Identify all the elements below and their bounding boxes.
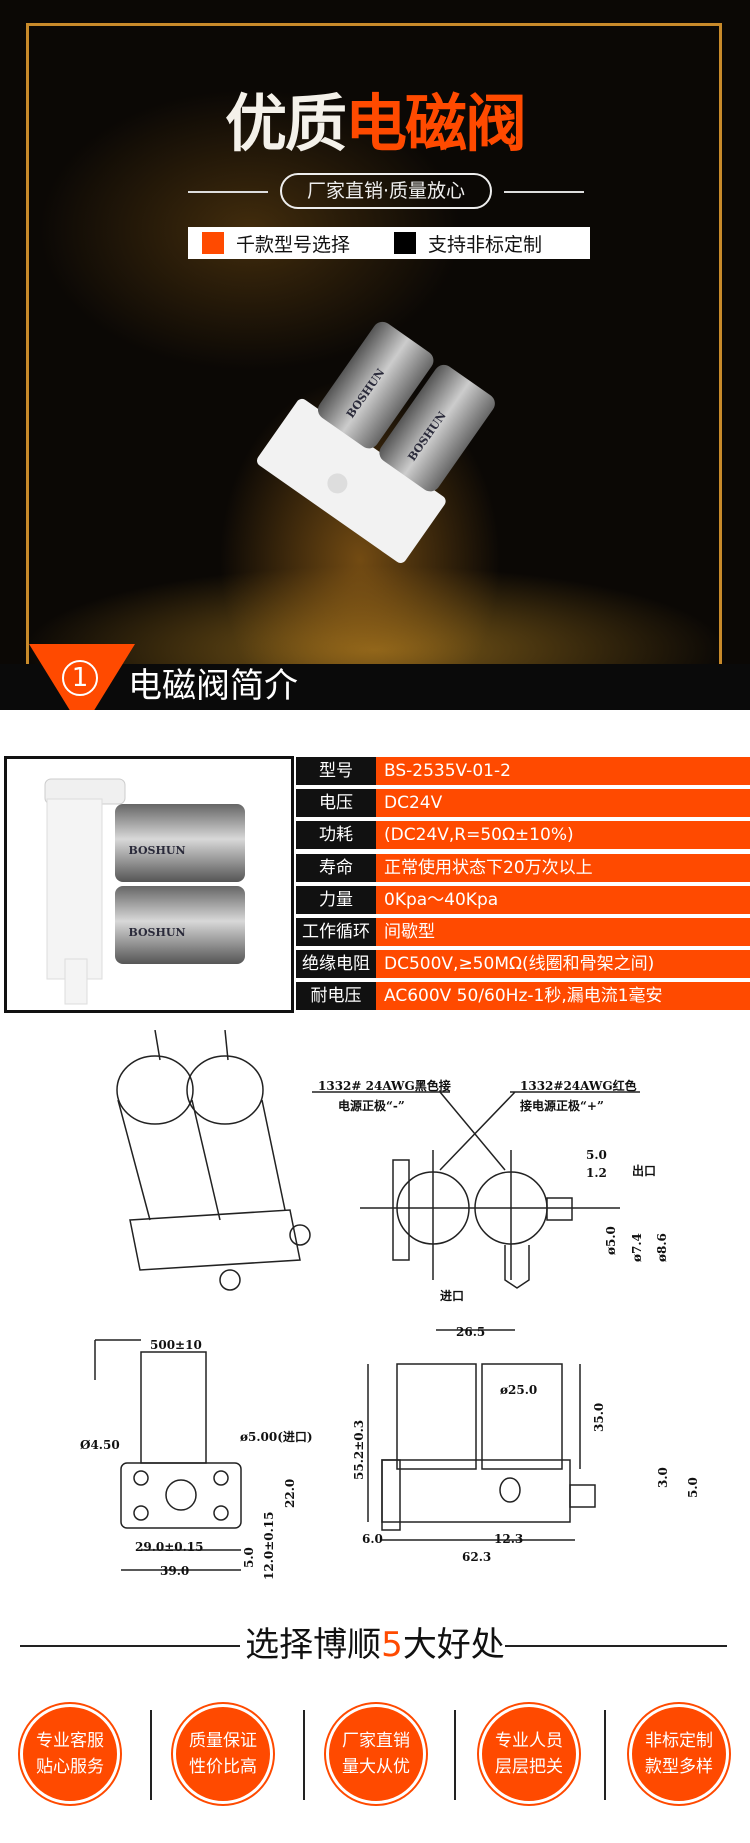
- dimension-label: 22.0: [283, 1478, 297, 1508]
- spec-label: 寿命: [296, 853, 376, 882]
- spec-value: 正常使用状态下20万次以上: [376, 853, 750, 882]
- section-title: 电磁阀简介: [128, 666, 298, 706]
- spec-row: 功耗(DC24V,R=50Ω±10%): [296, 821, 750, 850]
- dimension-label: 电源正极“-”: [338, 1099, 405, 1113]
- orange-square-icon: [202, 232, 224, 254]
- section-number: 1: [62, 660, 98, 696]
- benefit-line: 贴心服务: [36, 1757, 104, 1777]
- benefit-line: 量大从优: [342, 1757, 410, 1777]
- front-view: [94, 1339, 242, 1571]
- product-image: BOSHUN BOSHUN: [257, 321, 495, 563]
- product-photo: BOSHUN BOSHUN: [4, 756, 294, 1013]
- benefit-badge: 质量保证性价比高: [173, 1704, 273, 1804]
- benefit-line: 厂家直销: [342, 1731, 410, 1751]
- iso-view: [116, 1030, 311, 1291]
- dimension-label: ø7.4: [630, 1233, 644, 1262]
- divider: [505, 1645, 727, 1647]
- spec-value: BS-2535V-01-2: [376, 757, 750, 785]
- spec-row: 工作循环间歇型: [296, 918, 750, 946]
- dimension-label: 12.3: [494, 1532, 524, 1546]
- hero-title: 优质电磁阀: [224, 87, 527, 160]
- dimension-label: 5.0: [686, 1477, 700, 1498]
- benefit-line: 款型多样: [645, 1757, 713, 1777]
- dimension-label: 出口: [632, 1164, 657, 1178]
- spec-label: 功耗: [296, 821, 376, 850]
- divider: [604, 1710, 606, 1800]
- dimension-label: 55.2±0.3: [352, 1419, 366, 1480]
- spec-value: AC600V 50/60Hz-1秒,漏电流1毫安: [376, 982, 750, 1011]
- dimension-label: 接电源正极“+”: [520, 1099, 604, 1113]
- dimension-label: 5.0: [242, 1547, 256, 1568]
- dimension-label: 3.0: [656, 1467, 670, 1488]
- hero-banner: 优质电磁阀 厂家直销·质量放心 千款型号选择 支持非标定制 BOSHUN BOS…: [0, 0, 750, 710]
- benefit-line: 层层把关: [495, 1757, 563, 1777]
- benefits-title: 选择博顺5大好处: [245, 1625, 505, 1665]
- product-image: BOSHUN BOSHUN: [44, 778, 245, 1005]
- top-view: [312, 1091, 640, 1289]
- technical-drawing: [94, 1030, 640, 1571]
- benefit-line: 专业人员: [495, 1731, 563, 1751]
- black-square-icon: [394, 232, 417, 254]
- spec-label: 型号: [296, 757, 376, 785]
- spec-label: 工作循环: [296, 918, 376, 946]
- divider: [20, 1645, 240, 1647]
- dimension-label: 26.5: [456, 1325, 486, 1339]
- feature-label: 千款型号选择: [236, 233, 351, 256]
- dimension-label: 1332#24AWG红色: [520, 1079, 637, 1093]
- spec-label: 绝缘电阻: [296, 950, 376, 979]
- dimension-label: 6.0: [362, 1532, 383, 1546]
- dimension-label: ø8.6: [655, 1233, 669, 1262]
- divider: [150, 1710, 152, 1800]
- brand-label: BOSHUN: [128, 844, 185, 857]
- spec-row: 寿命正常使用状态下20万次以上: [296, 853, 750, 882]
- spec-label: 耐电压: [296, 982, 376, 1011]
- spec-label: 力量: [296, 885, 376, 914]
- spec-value: DC24V: [376, 789, 750, 818]
- brand-label: BOSHUN: [128, 926, 185, 939]
- side-view: [367, 1329, 596, 1541]
- dimension-label: ø5.00(进口): [240, 1430, 313, 1444]
- benefit-line: 专业客服: [36, 1731, 104, 1751]
- hero-subtitle: 厂家直销·质量放心: [280, 173, 492, 209]
- divider: [188, 191, 268, 193]
- benefit-badge: 非标定制款型多样: [629, 1704, 729, 1804]
- dimension-label: 5.0: [586, 1148, 607, 1162]
- dimension-label: ø25.0: [500, 1383, 538, 1397]
- dimension-label: 12.0±0.15: [262, 1511, 276, 1580]
- benefit-badge: 厂家直销量大从优: [326, 1704, 426, 1804]
- divider: [454, 1710, 456, 1800]
- divider: [303, 1710, 305, 1800]
- dimension-label: 1.2: [586, 1166, 607, 1180]
- dimension-label: ø5.0: [604, 1226, 618, 1255]
- benefit-badge: 专业人员层层把关: [479, 1704, 579, 1804]
- dimension-label: 进口: [440, 1289, 465, 1303]
- benefit-line: 质量保证: [189, 1731, 257, 1751]
- spec-value: 间歇型: [376, 918, 750, 946]
- benefit-line: 非标定制: [645, 1731, 713, 1751]
- spec-value: (DC24V,R=50Ω±10%): [376, 821, 750, 850]
- dimension-label: 1332# 24AWG黑色接: [318, 1079, 451, 1093]
- feature-bar: 千款型号选择 支持非标定制: [188, 227, 590, 259]
- dimension-label: Ø4.50: [80, 1438, 120, 1452]
- spec-value: DC500V,≥50MΩ(线圈和骨架之间): [376, 950, 750, 979]
- spec-label: 电压: [296, 789, 376, 818]
- dimension-label: 29.0±0.15: [135, 1540, 204, 1554]
- divider: [504, 191, 584, 193]
- dimension-label: 500±10: [150, 1338, 202, 1352]
- dimension-label: 62.3: [462, 1550, 492, 1564]
- benefit-line: 性价比高: [189, 1757, 257, 1777]
- feature-label: 支持非标定制: [428, 233, 543, 256]
- benefit-badge: 专业客服贴心服务: [20, 1704, 120, 1804]
- gold-frame: [26, 23, 722, 710]
- dimension-label: 35.0: [592, 1402, 606, 1432]
- spec-value: 0Kpa～40Kpa: [376, 885, 750, 914]
- dimension-label: 39.0: [160, 1564, 190, 1578]
